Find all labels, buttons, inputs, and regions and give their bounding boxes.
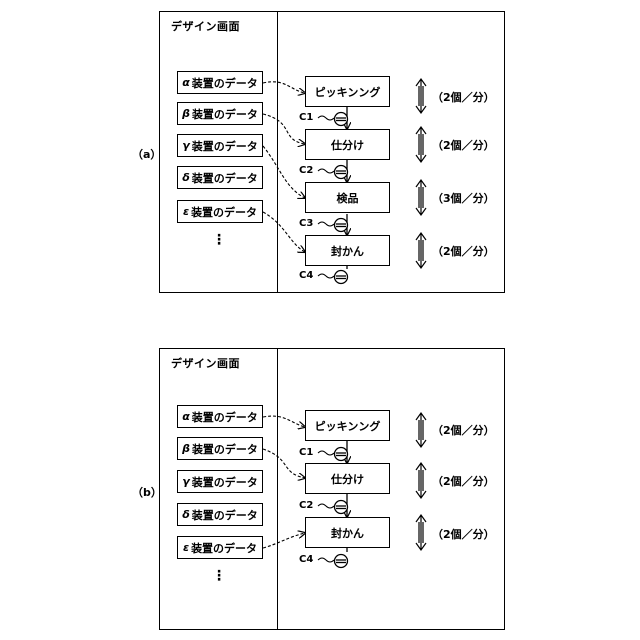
rate-picking: （2個／分） [432, 89, 495, 105]
conveyor-c4-label: C4 [299, 270, 313, 281]
process-sealing[interactable]: 封かん [305, 235, 390, 266]
figure-label-a: （a） [132, 146, 161, 162]
alpha-to-picking-arrow [263, 416, 305, 427]
alpha-to-picking-arrow [263, 82, 305, 93]
process-sorting[interactable]: 仕分け [305, 463, 390, 494]
conveyor-c3-label: C3 [299, 218, 313, 229]
conveyor-c1-icon [318, 113, 348, 126]
rate-sealing: （2個／分） [432, 526, 495, 542]
process-inspection[interactable]: 検品 [305, 182, 390, 213]
conveyor-c3-icon [318, 219, 348, 232]
conveyor-c2-label: C2 [299, 500, 313, 511]
design-screen-b: デザイン画面 α装置のデータ β装置のデータ γ装置のデータ δ装置のデータ ε… [159, 348, 505, 630]
rate-double-arrow-icon [416, 79, 426, 268]
conveyor-c1-label: C1 [299, 447, 313, 458]
process-picking[interactable]: ピッキンング [305, 410, 390, 441]
rate-sorting: （2個／分） [432, 473, 495, 489]
conveyor-c2-label: C2 [299, 165, 313, 176]
conveyor-c2-icon [318, 166, 348, 179]
conveyor-c4-label: C4 [299, 554, 313, 565]
process-picking[interactable]: ピッキンング [305, 76, 390, 107]
conveyor-c1-label: C1 [299, 112, 313, 123]
conveyor-c4-icon [318, 555, 348, 568]
conveyor-c1-icon [318, 448, 348, 461]
conveyor-c2-icon [318, 501, 348, 514]
epsilon-to-sealing-arrow [263, 533, 305, 548]
figure-label-b: （b） [132, 484, 162, 500]
rate-double-arrow-icon [416, 413, 426, 550]
rate-sorting: （2個／分） [432, 137, 495, 153]
rate-sealing: （2個／分） [432, 243, 495, 259]
process-sealing[interactable]: 封かん [305, 517, 390, 548]
process-sorting[interactable]: 仕分け [305, 129, 390, 160]
rate-inspection: （3個／分） [432, 190, 495, 206]
design-screen-a: デザイン画面 α装置のデータ β装置のデータ γ装置のデータ δ装置のデータ ε… [159, 11, 505, 293]
conveyor-c4-icon [318, 271, 348, 284]
rate-picking: （2個／分） [432, 422, 495, 438]
